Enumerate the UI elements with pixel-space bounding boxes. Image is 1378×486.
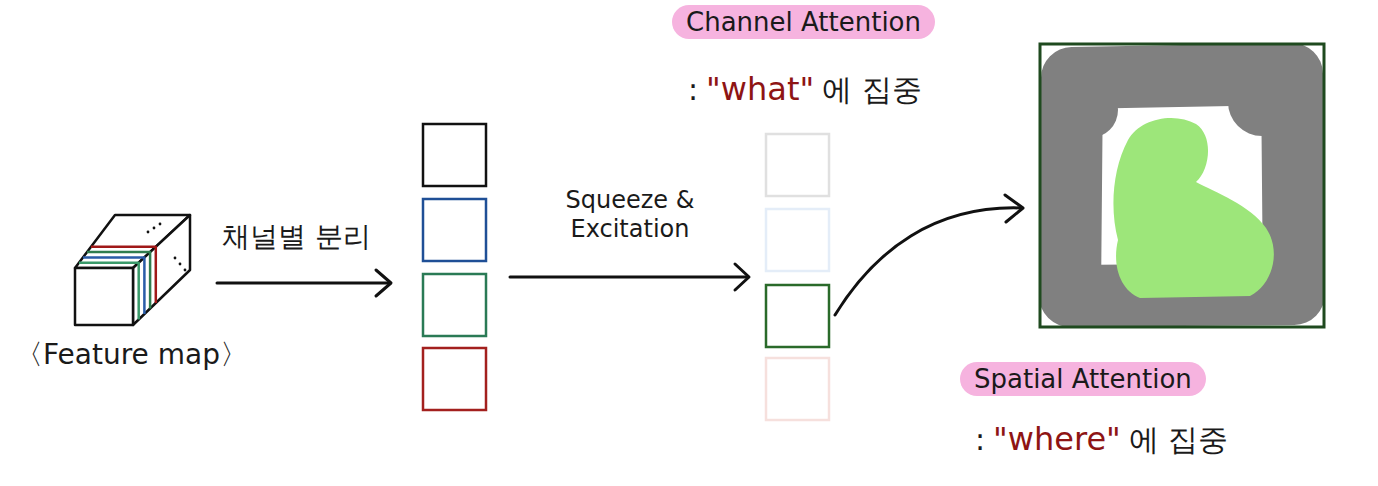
- note-row-group: :"where"에 집중: [975, 420, 1228, 461]
- arrow: [510, 264, 749, 290]
- arrow-label: 채널별 분리: [222, 218, 371, 256]
- emphasis-word: "where": [993, 420, 1121, 458]
- note-row: :: [688, 72, 698, 107]
- note-row: 에 집중: [822, 70, 922, 111]
- map-caption: 〈Feature map〉: [15, 336, 248, 374]
- map-caption-group: 〈Feature map〉: [15, 336, 248, 374]
- arrow: [217, 270, 391, 296]
- arrow-label-group: 채널별 분리: [222, 218, 371, 256]
- arrow-label-group: Squeeze & Excitation: [535, 186, 725, 244]
- note-row-group: :"what"에 집중: [688, 70, 922, 111]
- highlight-title-group: Spatial Attention: [960, 362, 1206, 396]
- highlight-title: Spatial Attention: [960, 362, 1206, 396]
- spatial-attention-map: [1040, 44, 1324, 327]
- note-row: 에 집중: [1129, 420, 1229, 461]
- curved-arrow: [835, 195, 1023, 315]
- channel-squares: [423, 124, 486, 410]
- arrow-label: Squeeze & Excitation: [535, 186, 725, 244]
- weighted-channel-squares: [766, 134, 829, 420]
- emphasis-word: "what": [706, 70, 814, 108]
- highlight-title-group: Channel Attention: [672, 5, 935, 39]
- note-row: :: [975, 422, 985, 457]
- highlight-title: Channel Attention: [672, 5, 935, 39]
- feature-map-cube: [75, 215, 190, 325]
